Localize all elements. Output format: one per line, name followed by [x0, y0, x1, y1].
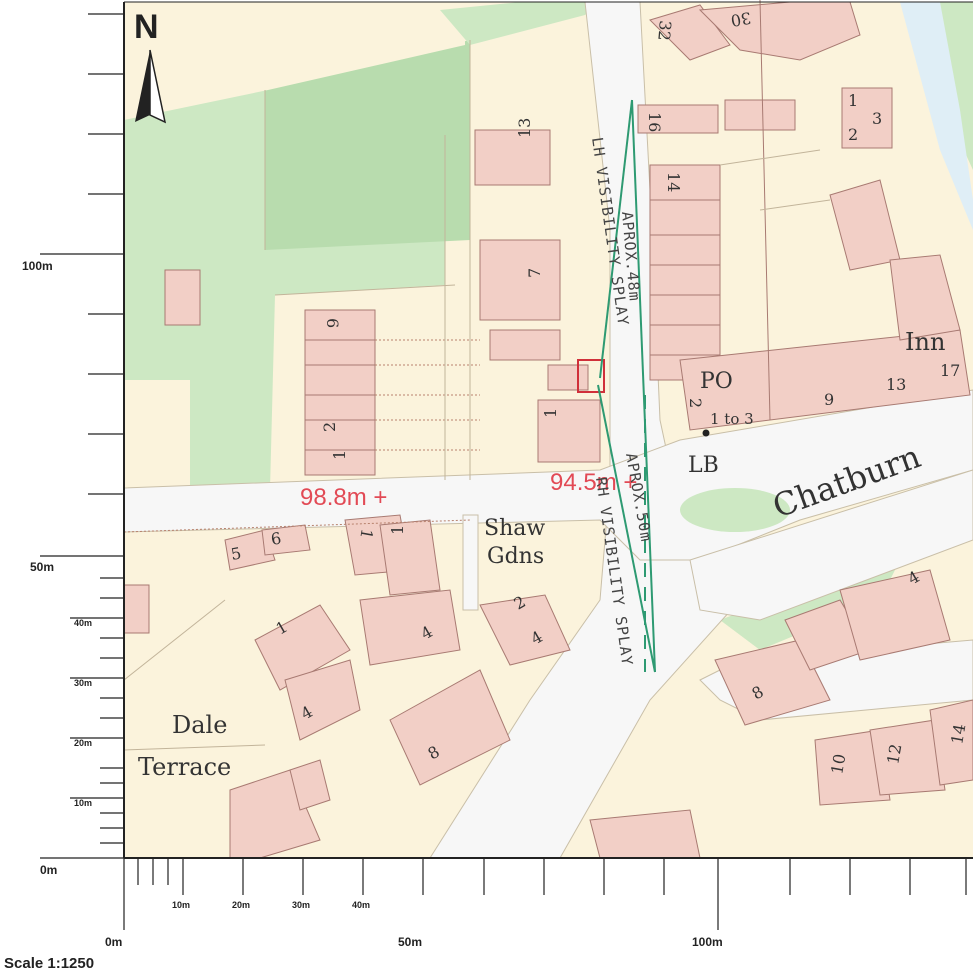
- house-number: 14: [947, 722, 969, 745]
- axis-label: 40m: [352, 900, 370, 910]
- left-axis-labels: 100m 50m 0m 40m 30m 20m 10m: [22, 259, 92, 877]
- axis-label: 20m: [74, 738, 92, 748]
- spot-height-right: 94.5m +: [550, 469, 637, 496]
- label-shaw: Shaw: [484, 516, 545, 541]
- house-number: 2: [686, 398, 705, 408]
- label-dale: Dale: [172, 711, 227, 739]
- scale-label: Scale 1:1250: [4, 955, 94, 972]
- bottom-axis: [123, 858, 967, 930]
- house-number: 1: [330, 450, 349, 460]
- axis-label: 100m: [22, 259, 53, 273]
- house-number: 1: [848, 91, 858, 110]
- house-number: 2: [320, 422, 339, 432]
- letter-box-marker: [702, 429, 710, 437]
- axis-label: 10m: [172, 900, 190, 910]
- axis-label: 30m: [292, 900, 310, 910]
- house-number: 12: [883, 742, 905, 765]
- left-axis: [40, 13, 124, 859]
- label-terrace: Terrace: [138, 753, 231, 781]
- house-number: 1: [356, 527, 376, 540]
- house-number: 10: [827, 752, 849, 775]
- axis-label: 20m: [232, 900, 250, 910]
- house-number: 6: [323, 318, 342, 328]
- house-number: 1: [541, 408, 560, 418]
- axis-label: 50m: [398, 935, 422, 949]
- house-number: 14: [664, 172, 683, 192]
- house-number: 3: [872, 109, 882, 128]
- boundaries: [123, 339, 480, 533]
- axis-label: 0m: [40, 863, 57, 877]
- axis-label: 40m: [74, 618, 92, 628]
- visibility-splay: [597, 99, 656, 673]
- label-inn: Inn: [905, 328, 945, 356]
- bottom-axis-labels: 0m 50m 100m 10m 20m 30m 40m: [105, 900, 723, 949]
- road-island: [680, 488, 790, 532]
- north-arrow: N: [134, 8, 167, 124]
- house-number: 16: [645, 112, 664, 132]
- house-number: 6: [269, 528, 282, 548]
- label-1-to-3: 1 to 3: [710, 410, 754, 428]
- house-number: 9: [824, 390, 834, 409]
- house-number: 13: [886, 375, 906, 394]
- axis-label: 0m: [105, 935, 122, 949]
- spot-height-left: 98.8m +: [300, 484, 387, 511]
- house-number: 5: [229, 543, 242, 563]
- house-number: 17: [940, 361, 960, 380]
- house-number: 32: [654, 20, 675, 42]
- north-label: N: [134, 8, 159, 46]
- axis-label: 100m: [692, 935, 723, 949]
- house-number: 1: [388, 525, 407, 535]
- axis-label: 10m: [74, 798, 92, 808]
- buildings: [123, 0, 973, 859]
- label-po: PO: [700, 369, 733, 394]
- house-number: 2: [848, 125, 858, 144]
- spot-heights: 98.8m + 94.5m +: [300, 469, 637, 511]
- label-gdns: Gdns: [487, 544, 544, 569]
- house-number: 7: [525, 268, 544, 278]
- axis-label: 50m: [30, 560, 54, 574]
- house-number: 13: [515, 118, 534, 138]
- label-lb: LB: [688, 453, 719, 478]
- boundaries-solid: [123, 40, 831, 751]
- house-number: 30: [729, 8, 752, 30]
- axis-label: 30m: [74, 678, 92, 688]
